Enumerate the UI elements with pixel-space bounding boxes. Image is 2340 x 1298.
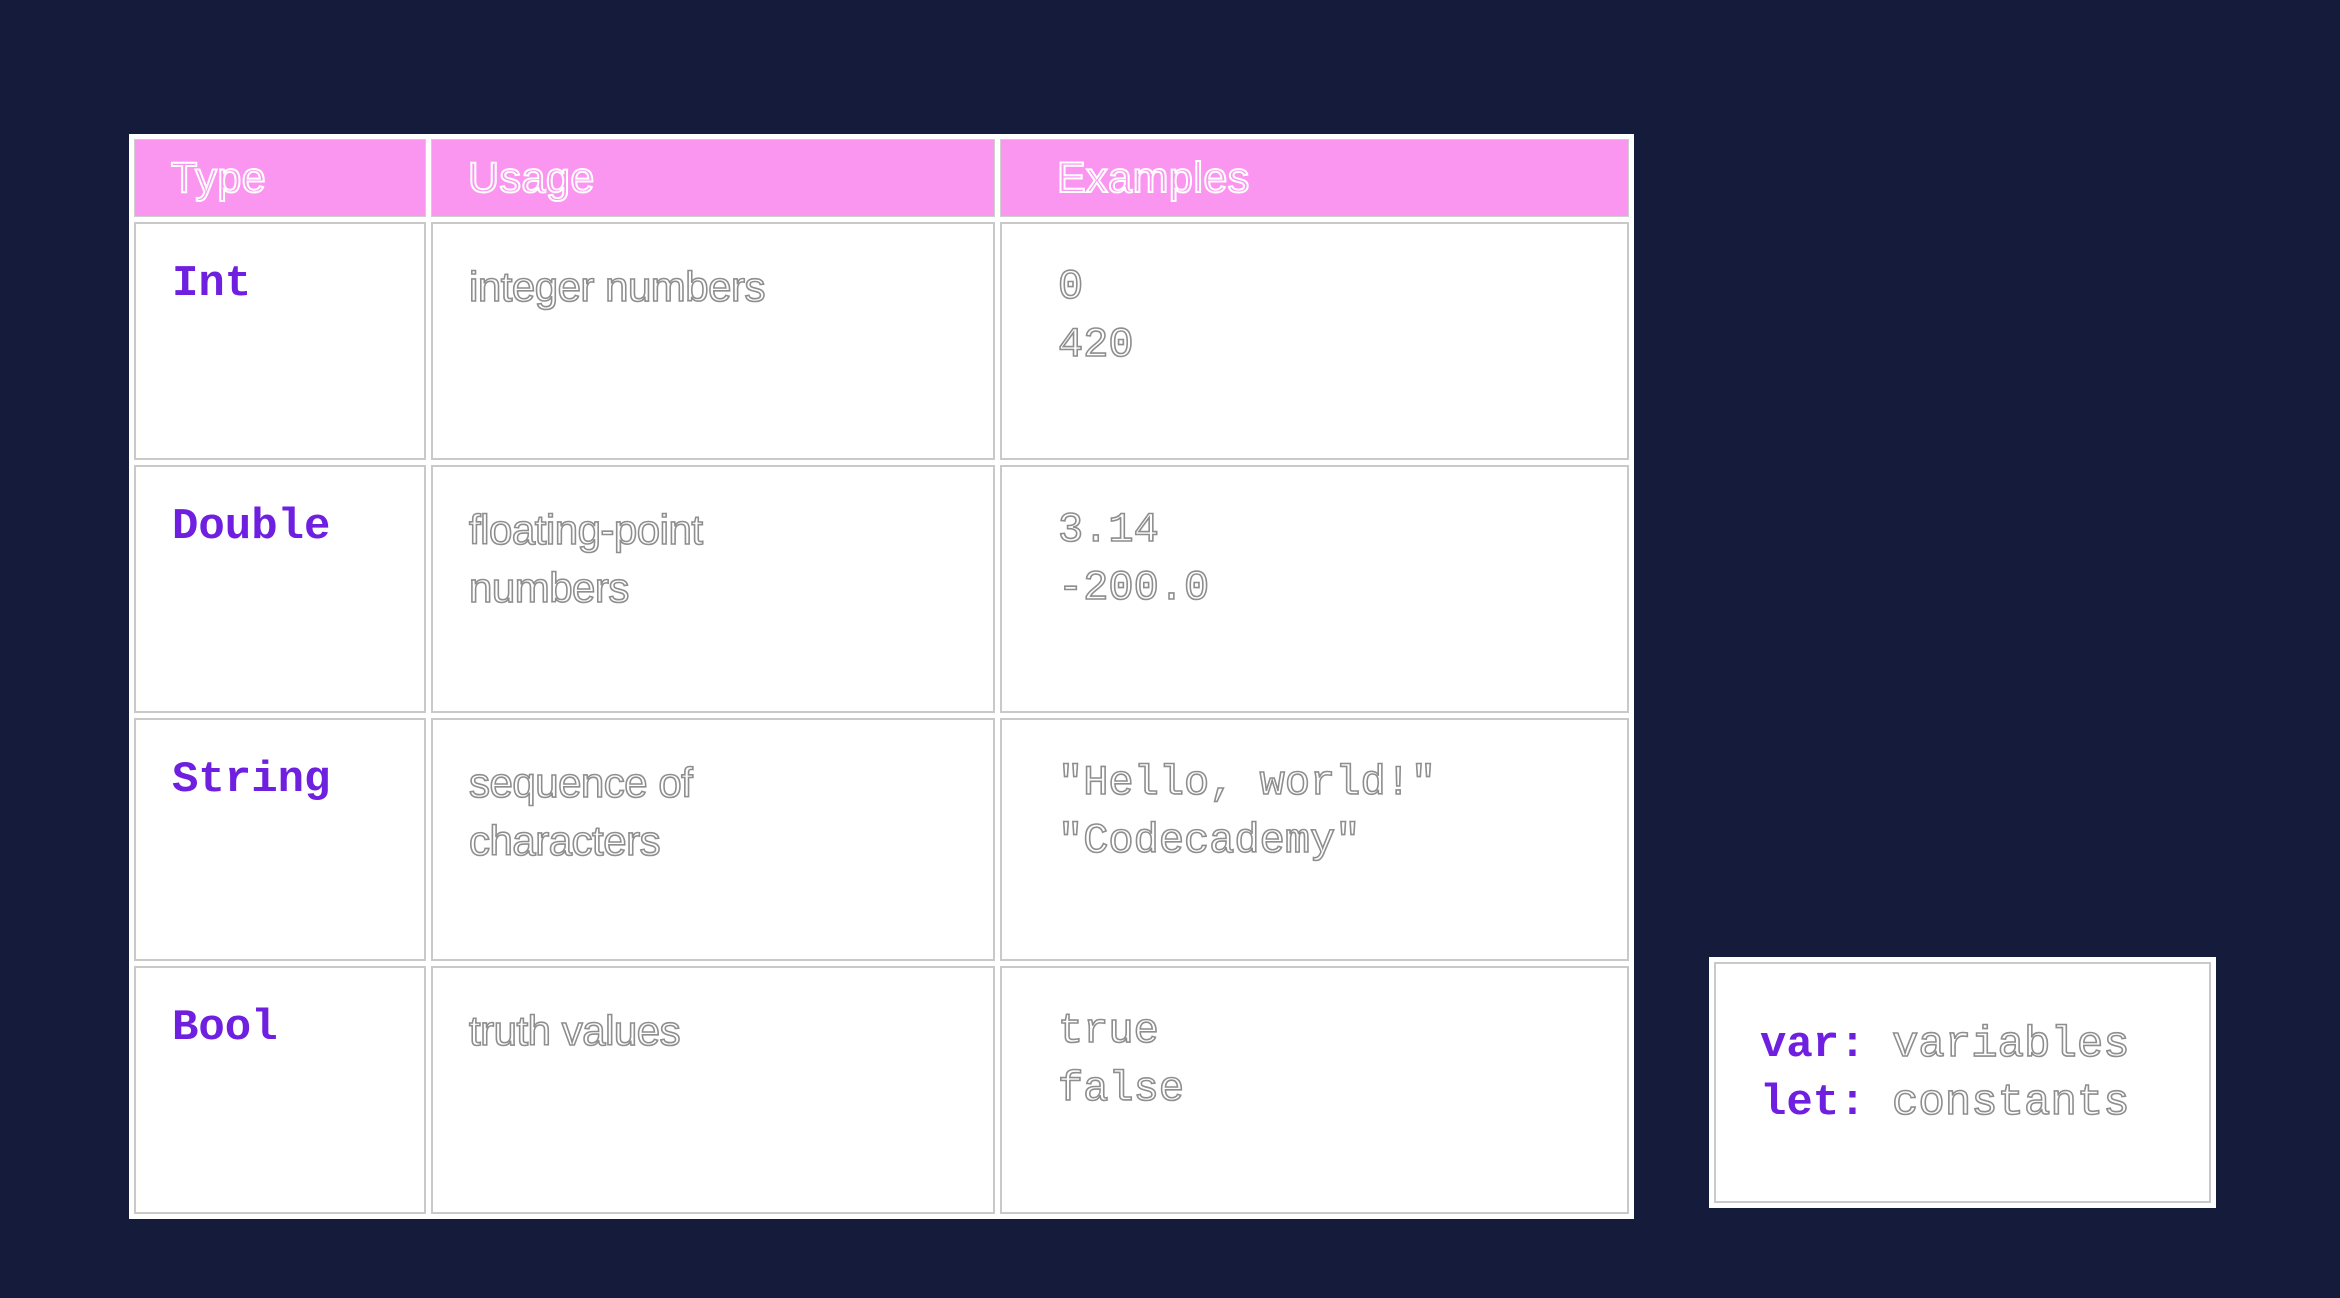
type-name: Double (172, 502, 331, 552)
usage-text: integer numbers (468, 262, 766, 311)
type-name: String (172, 755, 331, 805)
example-value: -200.0 (1057, 563, 1210, 613)
table-row: Int integer numbers 0 420 (134, 222, 1629, 460)
type-name: Int (172, 259, 252, 309)
type-cell: String (134, 718, 426, 961)
table-row: Bool truth values true false (134, 966, 1629, 1214)
example-value: "Codecademy" (1057, 816, 1361, 866)
usage-text: floating-point numbers (468, 505, 704, 612)
table-header-row: Type Usage Examples (134, 139, 1629, 217)
usage-cell: floating-point numbers (431, 465, 995, 713)
keyword-description: constants (1891, 1077, 2130, 1129)
usage-cell: sequence of characters (431, 718, 995, 961)
example-value: true (1057, 1006, 1159, 1056)
keyword-name: var: (1760, 1020, 1866, 1070)
usage-text: truth values (468, 1006, 681, 1055)
keyword-description: variables (1891, 1019, 2130, 1071)
type-name: Bool (172, 1003, 278, 1053)
examples-cell: "Hello, world!" "Codecademy" (1000, 718, 1629, 961)
data-types-table: Type Usage Examples Int integer numbers … (129, 134, 1634, 1219)
table-row: String sequence of characters "Hello, wo… (134, 718, 1629, 961)
header-examples: Examples (1000, 139, 1629, 217)
examples-cell: 0 420 (1000, 222, 1629, 460)
table-row: Double floating-point numbers 3.14 -200.… (134, 465, 1629, 713)
header-type: Type (134, 139, 426, 217)
type-cell: Int (134, 222, 426, 460)
header-usage: Usage (431, 139, 995, 217)
example-value: "Hello, world!" (1057, 758, 1437, 808)
keyword-line: var: variables (1760, 1016, 2209, 1074)
example-value: false (1057, 1064, 1185, 1114)
type-cell: Bool (134, 966, 426, 1214)
usage-cell: truth values (431, 966, 995, 1214)
example-value: 3.14 (1057, 505, 1159, 555)
type-cell: Double (134, 465, 426, 713)
keywords-box: var: variables let: constants (1709, 957, 2216, 1208)
usage-cell: integer numbers (431, 222, 995, 460)
examples-cell: true false (1000, 966, 1629, 1214)
usage-text: sequence of characters (468, 758, 693, 865)
keyword-name: let: (1760, 1078, 1866, 1128)
example-value: 0 (1057, 262, 1084, 312)
keywords-panel: var: variables let: constants (1714, 962, 2211, 1203)
examples-cell: 3.14 -200.0 (1000, 465, 1629, 713)
keyword-line: let: constants (1760, 1074, 2209, 1132)
example-value: 420 (1057, 320, 1134, 370)
